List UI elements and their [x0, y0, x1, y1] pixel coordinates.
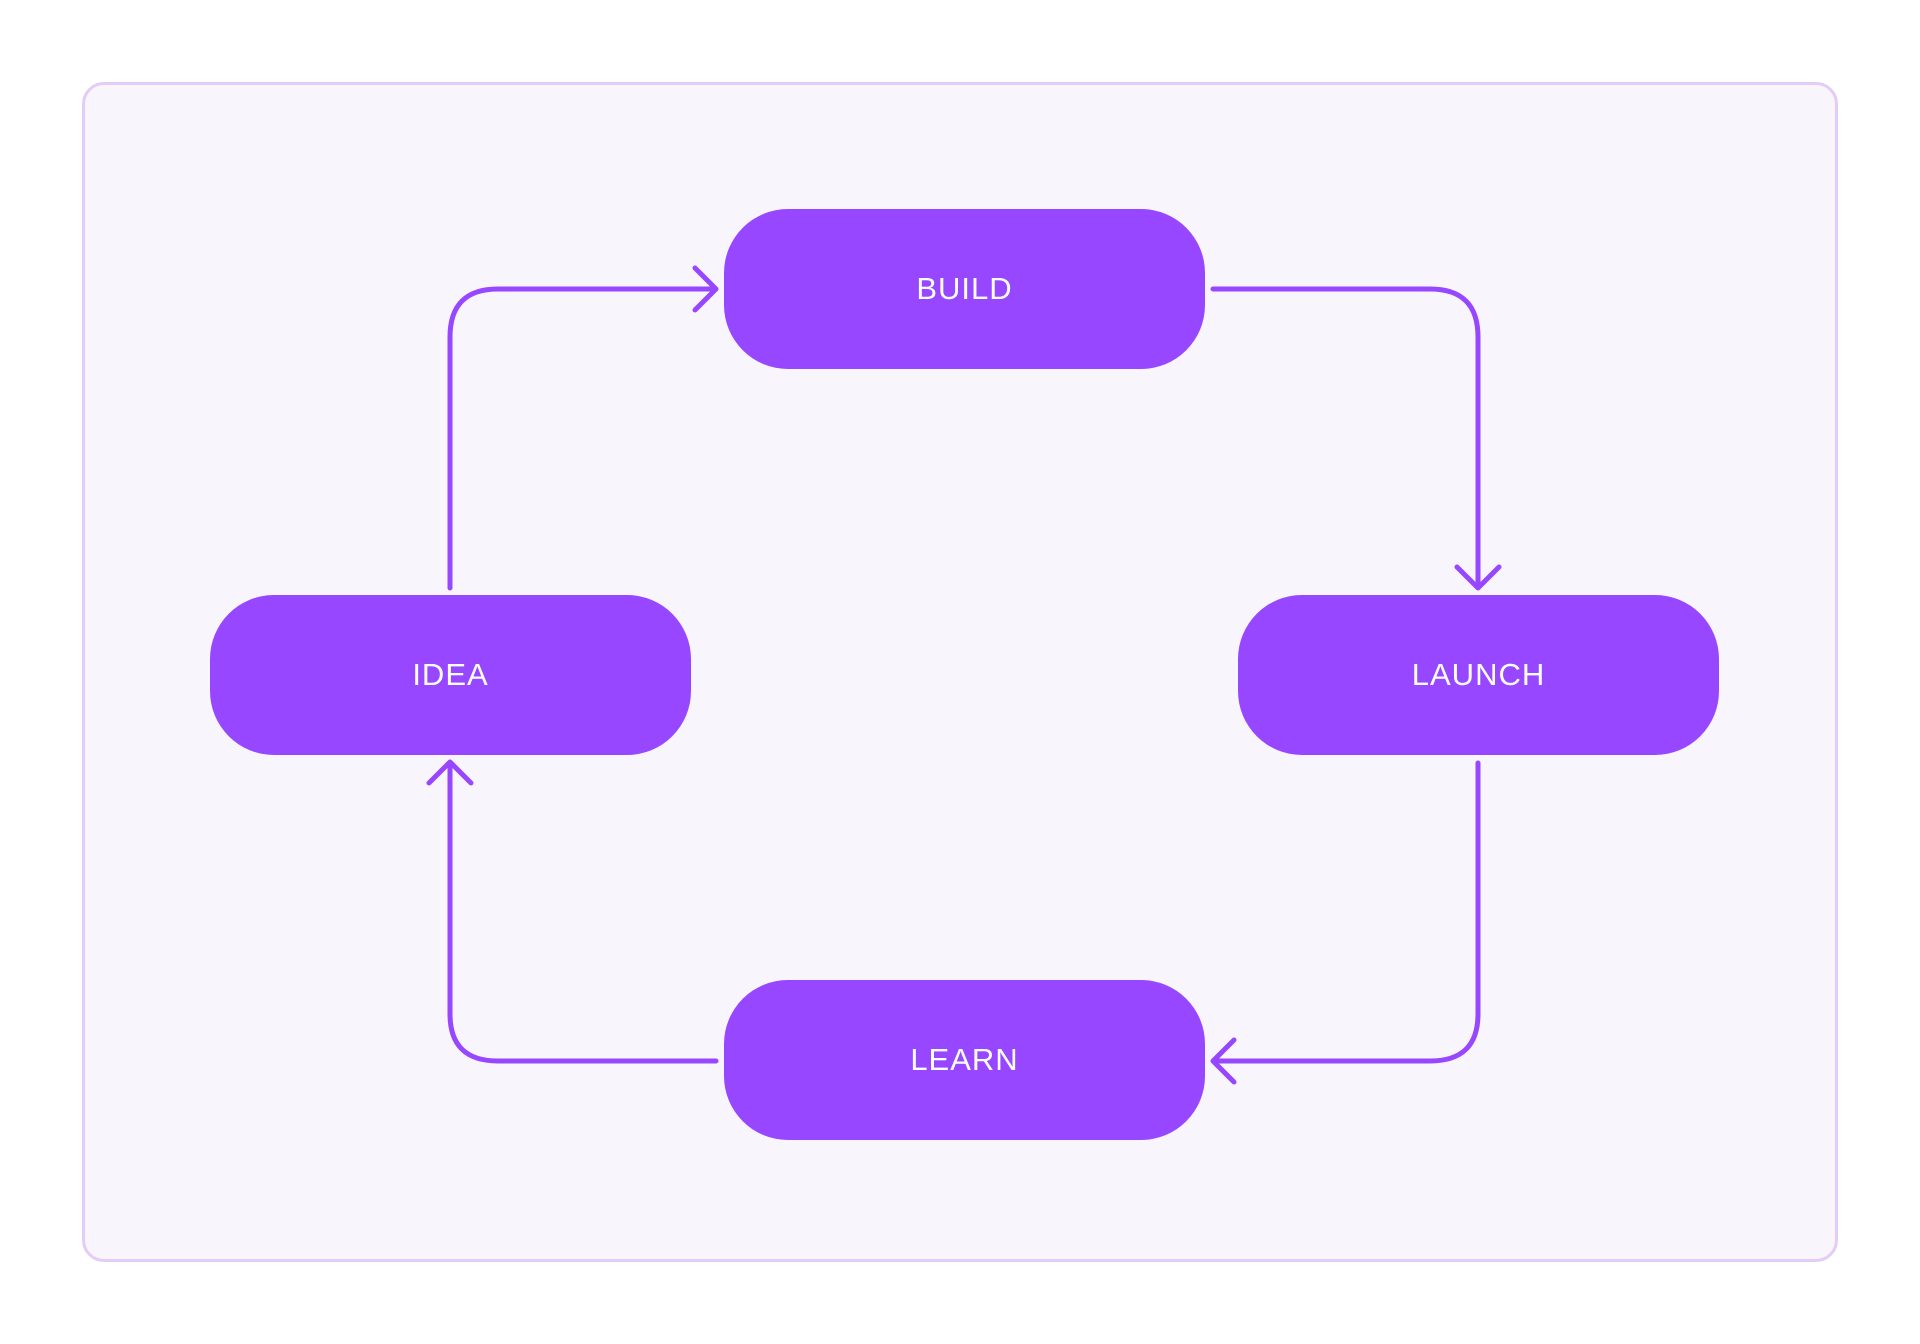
node-idea: IDEA: [210, 595, 691, 755]
node-launch-label: LAUNCH: [1411, 657, 1546, 692]
edge-learn-to-idea: [426, 759, 719, 1064]
node-idea-label: IDEA: [412, 657, 489, 692]
edge-build-to-launch: [1210, 286, 1502, 591]
edge-launch-to-learn: [1210, 760, 1481, 1085]
node-launch: LAUNCH: [1238, 595, 1719, 755]
node-learn: LEARN: [724, 980, 1205, 1140]
node-build: BUILD: [724, 209, 1205, 369]
edge-idea-to-build: [447, 265, 719, 591]
node-build-label: BUILD: [916, 271, 1013, 306]
node-learn-label: LEARN: [910, 1042, 1019, 1077]
